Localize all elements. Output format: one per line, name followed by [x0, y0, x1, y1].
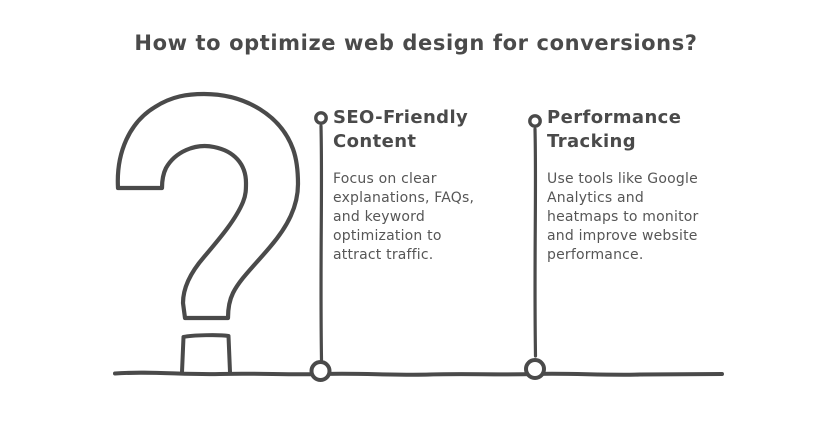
item-heading-performance: Performance Tracking — [547, 107, 682, 152]
timeline-item-performance: Performance Tracking Use tools like Goog… — [547, 106, 719, 265]
timeline-baseline-line — [113, 370, 724, 377]
node-circle-small-performance — [528, 114, 542, 128]
connector-line-performance — [533, 127, 538, 358]
question-mark-icon — [115, 91, 301, 321]
page-title: How to optimize web design for conversio… — [134, 31, 698, 55]
item-description-performance: Use tools like Google Analytics and heat… — [547, 171, 699, 263]
node-circle-large-performance — [524, 358, 546, 380]
node-circle-large-seo — [309, 360, 332, 382]
node-circle-small-seo — [314, 111, 328, 125]
connector-line-seo — [319, 124, 324, 362]
question-mark-dot — [180, 333, 232, 374]
item-heading-seo: SEO-Friendly Content — [333, 107, 469, 152]
item-description-seo: Focus on clear explanations, FAQs, and k… — [333, 171, 475, 263]
timeline-item-seo: SEO-Friendly Content Focus on clear expl… — [333, 106, 505, 265]
